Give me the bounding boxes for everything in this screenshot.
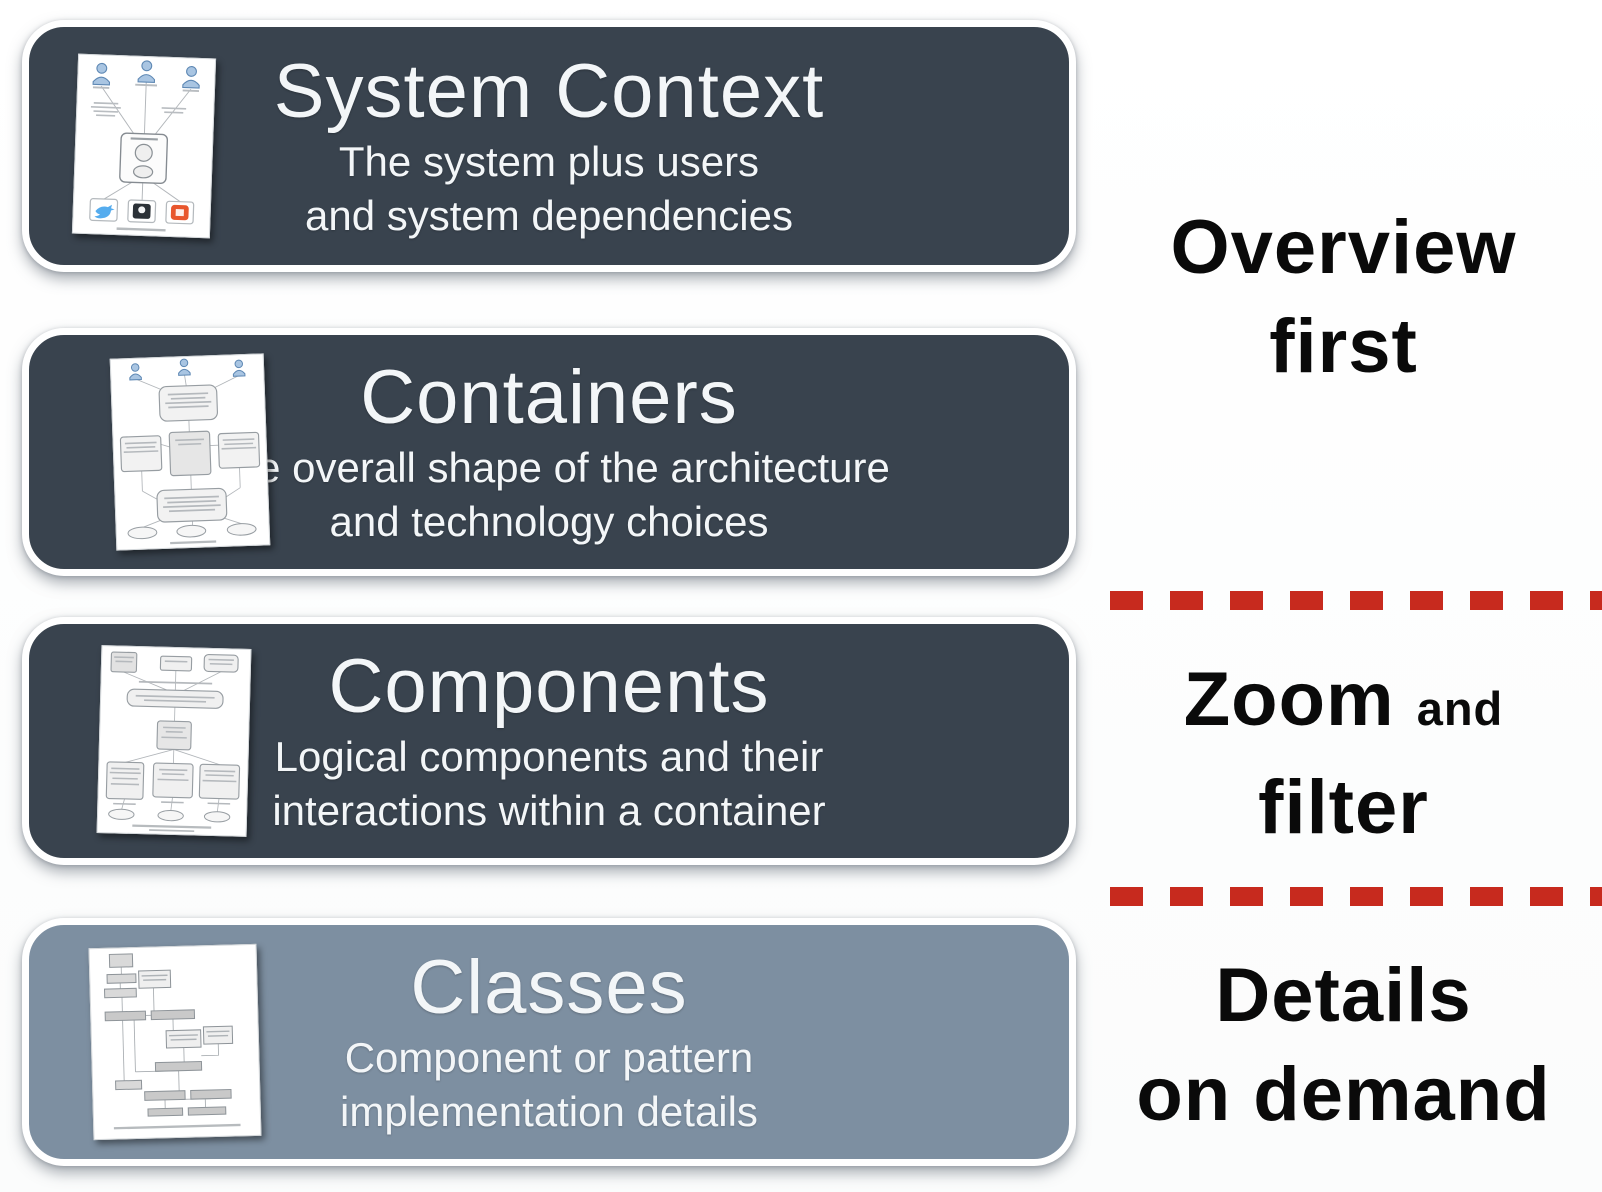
annotation-line: first [1269, 304, 1418, 389]
annotation-overview-first: Overview first [1085, 198, 1602, 396]
system-context-diagram-thumbnail [71, 53, 217, 239]
level-subtitle-line: and system dependencies [305, 192, 793, 240]
connector-lines [121, 670, 222, 813]
classes-diagram-thumbnail [88, 943, 262, 1141]
level-title: Containers [360, 355, 738, 441]
level-box-system-context: System Context The system plus users and… [22, 20, 1076, 272]
level-text-system-context: System Context The system plus users and… [274, 51, 824, 240]
caption-squiggle [116, 227, 166, 232]
level-subtitle-line: interactions within a container [272, 787, 826, 835]
twitter-icon [94, 204, 115, 219]
components-diagram-thumbnail [96, 645, 252, 837]
database-shapes [127, 523, 257, 540]
annotation-line: Zoom and [1085, 650, 1602, 758]
level-subtitle-line: Logical components and their [274, 733, 824, 781]
classes-diagram-art [103, 953, 241, 1130]
level-box-classes: Classes Component or pattern implementat… [22, 918, 1076, 1166]
system-box [119, 132, 169, 184]
containers-diagram-art [119, 358, 261, 545]
caption-squiggle [170, 540, 217, 545]
text-squiggles [109, 656, 237, 805]
text-squiggles [141, 974, 230, 1041]
level-title: Classes [410, 945, 688, 1031]
level-box-components: Components Logical components and their … [22, 617, 1076, 865]
level-text-components: Components Logical components and their … [272, 646, 825, 835]
text-squiggles [123, 392, 257, 513]
level-subtitle-line: and technology choices [329, 498, 769, 546]
containers-diagram-thumbnail [109, 353, 271, 551]
caption-squiggle [113, 1123, 241, 1130]
level-subtitle-line: Component or pattern [344, 1034, 754, 1082]
external-system-boxes [89, 198, 195, 225]
level-subtitle-line: The system plus users [338, 138, 760, 186]
text-squiggles [90, 83, 200, 117]
system-context-diagram-art [89, 60, 200, 232]
level-subtitle-line: The overall shape of the architecture [208, 444, 890, 492]
annotation-word-and: and [1416, 682, 1504, 735]
level-title: System Context [273, 49, 825, 135]
annotation-line: Details [1215, 953, 1472, 1038]
level-text-containers: Containers The overall shape of the arch… [208, 357, 890, 546]
level-box-containers: Containers The overall shape of the arch… [22, 328, 1076, 576]
database-shapes [108, 808, 231, 823]
dashed-separator-top [1110, 591, 1602, 610]
annotation-details-on-demand: Details on demand [1085, 946, 1602, 1144]
annotation-word-zoom: Zoom [1183, 657, 1395, 742]
level-subtitle-line: implementation details [340, 1088, 758, 1136]
level-title: Components [328, 644, 770, 730]
dashed-separator-bottom [1110, 887, 1602, 906]
annotation-zoom-and-filter: Zoom and filter [1085, 650, 1602, 857]
annotation-line: filter [1258, 765, 1429, 850]
annotation-line: Overview [1170, 205, 1517, 290]
person-icons [92, 60, 200, 89]
caption-squiggle [132, 824, 212, 833]
person-icons [129, 358, 246, 381]
level-text-classes: Classes Component or pattern implementat… [340, 947, 758, 1136]
annotation-line: on demand [1136, 1052, 1551, 1137]
components-diagram-art [105, 651, 241, 833]
